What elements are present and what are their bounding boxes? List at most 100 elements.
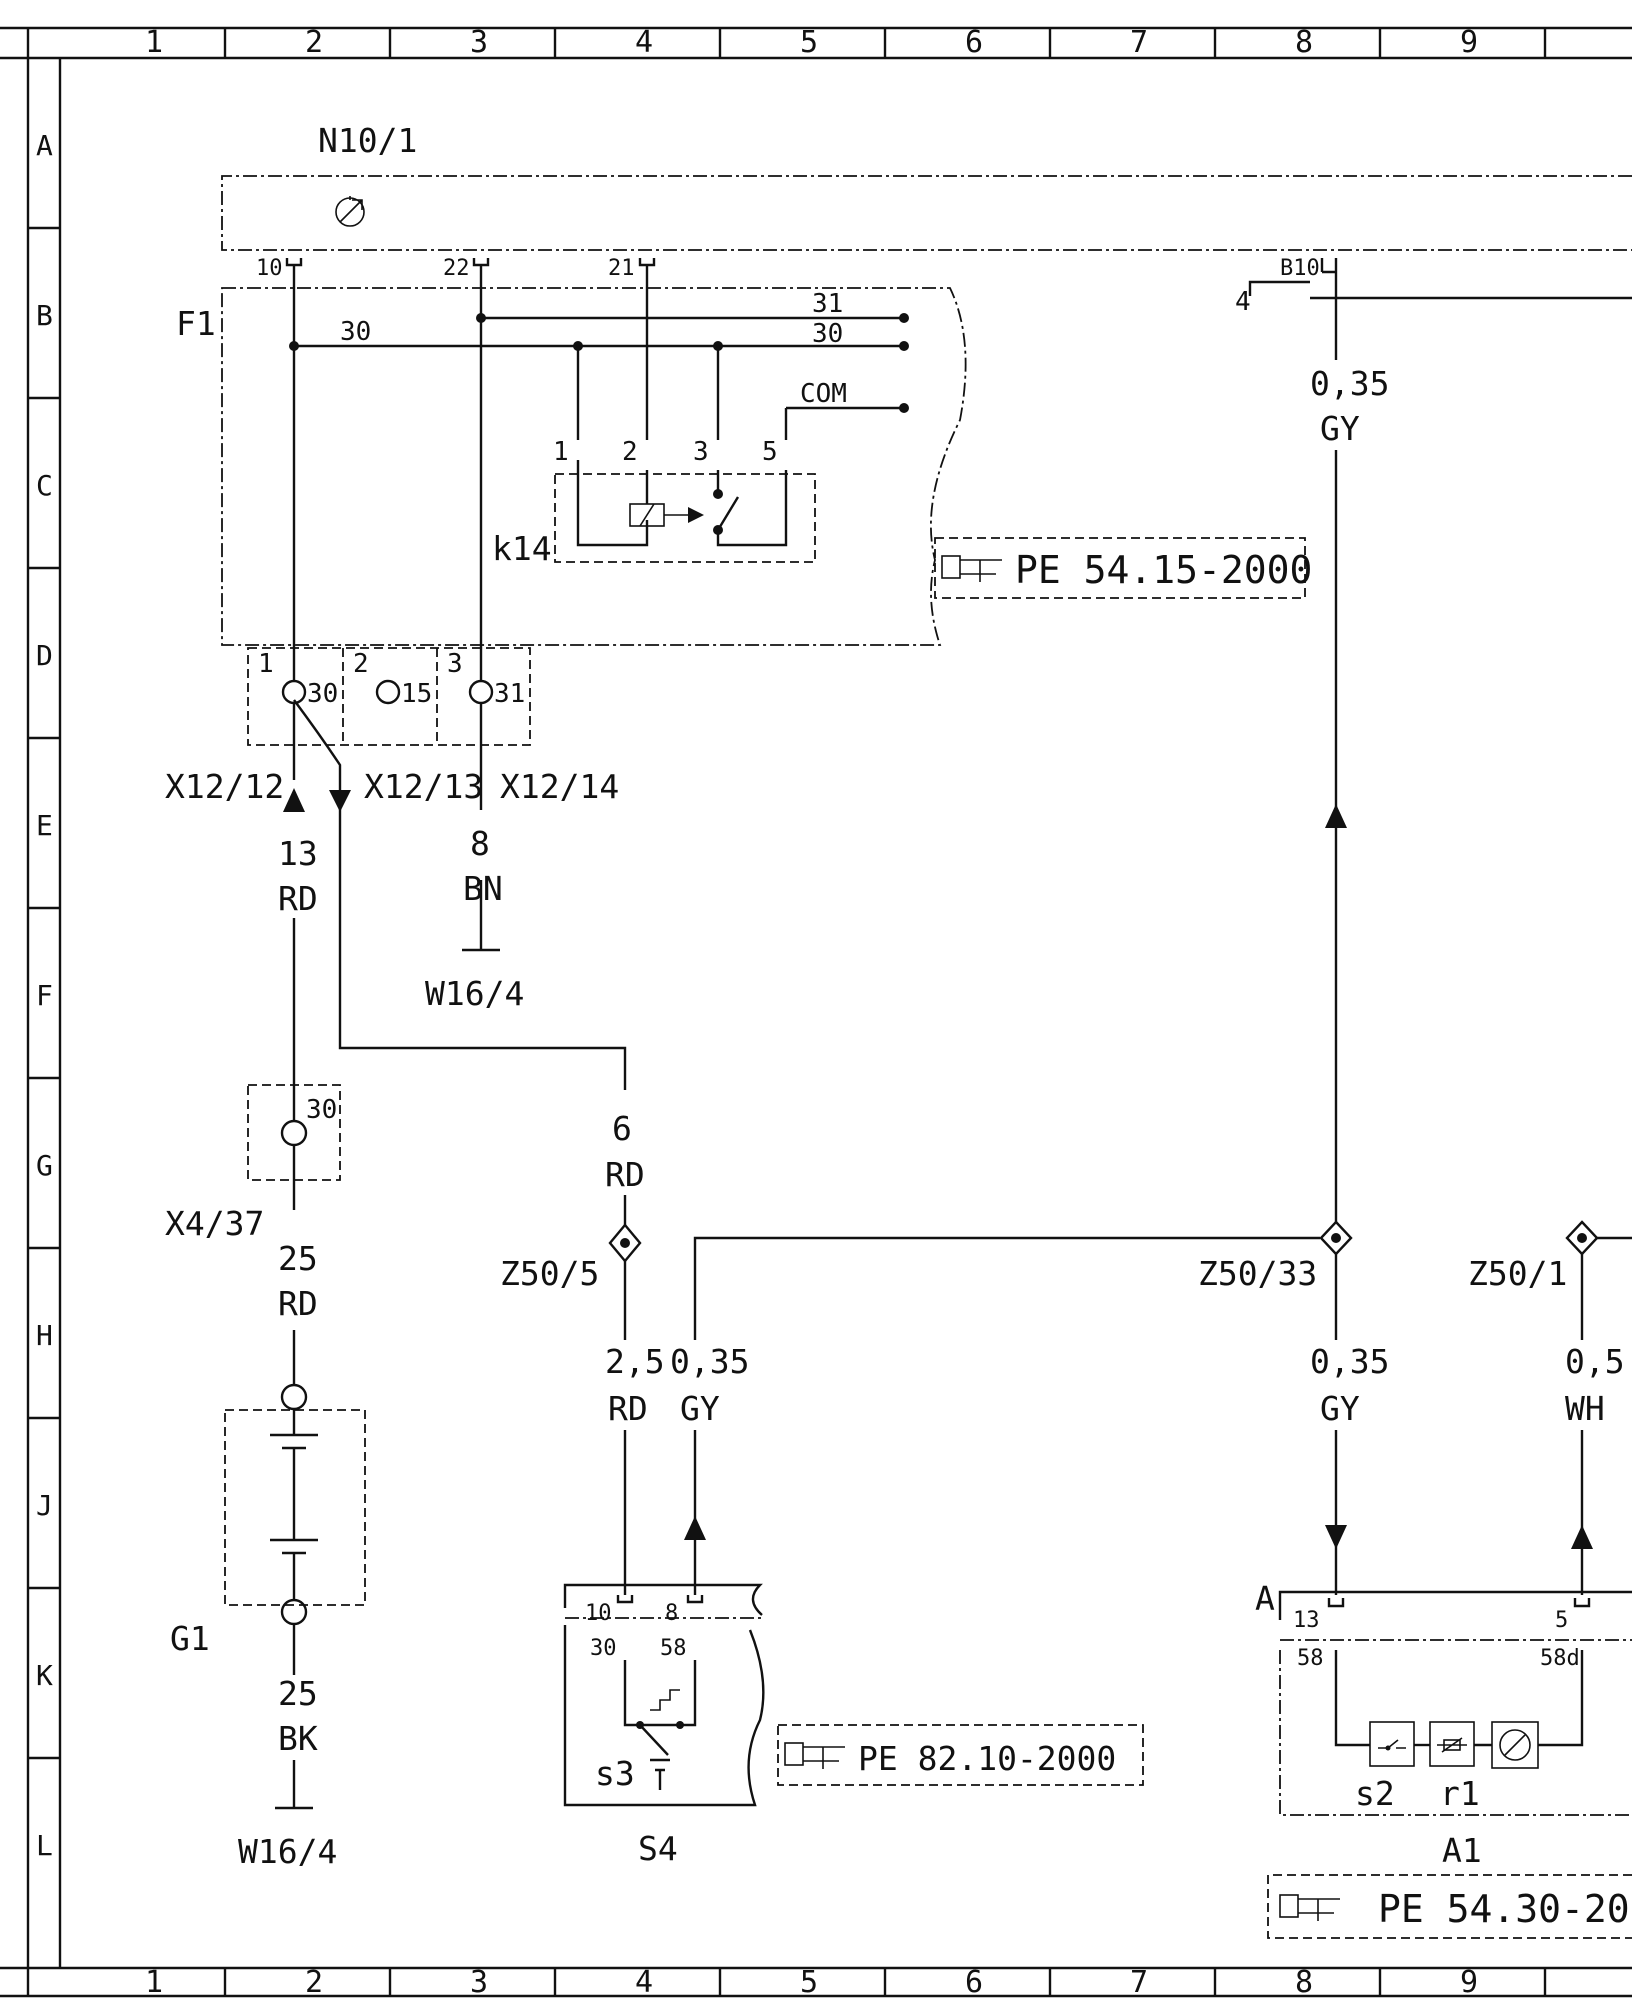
- pin-22: 22: [443, 256, 470, 281]
- k14-pin-1: 1: [553, 437, 569, 467]
- row-labels: A B C D E F G H J K L: [36, 129, 53, 1862]
- pin-21: 21: [608, 256, 635, 281]
- w05wh-color: WH: [1565, 1389, 1605, 1428]
- row-label: E: [36, 809, 53, 842]
- col-label: 9: [1460, 1965, 1478, 2000]
- k14-pin-2: 2: [622, 437, 638, 467]
- x4-37-connector: 30 X4/37 25 RD: [165, 1084, 341, 1385]
- w035gy2-size: 0,35: [1310, 364, 1389, 403]
- a1-pin-13: 13: [1293, 1608, 1320, 1633]
- z50-5-junction: Z50/5 2,5 RD: [500, 1223, 665, 1595]
- z50-1-label: Z50/1: [1468, 1254, 1567, 1293]
- ref-pe-54-30-text: PE 54.30-200(: [1378, 1887, 1632, 1931]
- column-labels-top: 1 2 3 4 5 6 7 8 9: [145, 25, 1478, 60]
- w25-color: RD: [278, 1284, 318, 1323]
- x12-13-label: X12/13: [364, 767, 483, 806]
- col-label: 7: [1130, 25, 1148, 60]
- col-label: 3: [470, 25, 488, 60]
- s4-pin-8: 8: [665, 1601, 678, 1626]
- ref-pe-54-15-text: PE 54.15-2000: [1015, 548, 1312, 592]
- x12-14-label: X12/14: [500, 767, 619, 806]
- w8-size: 8: [470, 824, 490, 863]
- s4-pin-10: 10: [585, 1601, 612, 1626]
- a1-pin-58d: 58d: [1540, 1646, 1580, 1671]
- wiring-right: 0,35 GY Z50/33 0,35 GY Z50/1 0,5 WH: [1198, 272, 1632, 1595]
- col-label: 1: [145, 25, 163, 60]
- pin-10: 10: [256, 256, 283, 281]
- row-label: K: [36, 1659, 53, 1692]
- x4-37-label: X4/37: [165, 1204, 264, 1243]
- a1-pin-5: 5: [1555, 1608, 1568, 1633]
- col-label: 5: [800, 25, 818, 60]
- pin-4: 4: [1235, 287, 1251, 317]
- reference-pe-54-15: PE 54.15-2000: [934, 537, 1312, 599]
- row-label: B: [36, 299, 53, 332]
- w25rd2-size: 2,5: [605, 1342, 665, 1381]
- row-label: D: [36, 639, 53, 672]
- drawing-frame: [0, 26, 1632, 1998]
- r1-label: r1: [1440, 1774, 1480, 1813]
- com-label: COM: [800, 379, 847, 409]
- col-label: 6: [965, 25, 983, 60]
- row-label: L: [36, 1829, 53, 1862]
- x12-12-label: X12/12: [165, 767, 284, 806]
- n10-1-module: N10/1 10 22 21 B10 4: [221, 121, 1632, 317]
- x12-31: 31: [494, 679, 525, 709]
- w035gy1-size: 0,35: [670, 1342, 749, 1381]
- a-label: A: [1255, 1579, 1275, 1618]
- col-label: 2: [305, 25, 323, 60]
- row-label: G: [36, 1149, 53, 1182]
- bus-30r-label: 30: [812, 319, 843, 349]
- reference-pe-54-30: PE 54.30-200(: [1267, 1874, 1632, 1939]
- x12-pin-3: 3: [447, 649, 463, 679]
- w16-4-bottom-label: W16/4: [238, 1832, 337, 1871]
- x4-30: 30: [306, 1095, 337, 1125]
- s4-label: S4: [638, 1829, 678, 1868]
- col-label: 9: [1460, 25, 1478, 60]
- col-label: 8: [1295, 1965, 1313, 2000]
- k14-pin-3: 3: [693, 437, 709, 467]
- w13-size: 13: [278, 834, 318, 873]
- a1-pin-58: 58: [1297, 1646, 1324, 1671]
- reference-pe-82-10: PE 82.10-2000: [777, 1724, 1144, 1786]
- bus-30-label: 30: [340, 317, 371, 347]
- w25bk-size: 25: [278, 1674, 318, 1713]
- row-label: C: [36, 469, 53, 502]
- a1-label: A1: [1442, 1831, 1482, 1870]
- f1-label: F1: [176, 304, 216, 343]
- x12-pin-2: 2: [353, 649, 369, 679]
- z50-5-label: Z50/5: [500, 1254, 599, 1293]
- col-label: 3: [470, 1965, 488, 2000]
- x12-pin-1: 1: [258, 649, 274, 679]
- bus-31-label: 31: [812, 289, 843, 319]
- k14-pin-5: 5: [762, 437, 778, 467]
- s3-label: s3: [595, 1754, 635, 1793]
- s4-pin-30: 30: [590, 1636, 617, 1661]
- col-label: 8: [1295, 25, 1313, 60]
- column-labels-bottom: 1 2 3 4 5 6 7 8 9: [145, 1965, 1478, 2000]
- w13-color: RD: [278, 879, 318, 918]
- col-label: 4: [635, 1965, 653, 2000]
- x12-30: 30: [307, 679, 338, 709]
- row-label: F: [36, 979, 53, 1012]
- w8-color: BN: [463, 869, 503, 908]
- gy-wire-s4-to-z50-33: 0,35 GY: [670, 1236, 1320, 1595]
- s4-pin-58: 58: [660, 1636, 687, 1661]
- col-label: 5: [800, 1965, 818, 2000]
- w035gy1-color: GY: [680, 1389, 720, 1428]
- row-label: J: [36, 1489, 53, 1522]
- col-label: 1: [145, 1965, 163, 2000]
- x12-connector-block: 1 2 3 30 15 31 X12/12 X12/13 X12/14: [165, 647, 619, 806]
- pin-b10: B10: [1280, 256, 1320, 281]
- w035gy2-color: GY: [1320, 409, 1360, 448]
- n10-1-label: N10/1: [318, 121, 417, 160]
- w035gy3-size: 0,35: [1310, 1342, 1389, 1381]
- w6-size: 6: [612, 1109, 632, 1148]
- w05wh-size: 0,5: [1565, 1342, 1625, 1381]
- w16-4-top-label: W16/4: [425, 974, 524, 1013]
- w25bk-color: BK: [278, 1719, 318, 1758]
- w035gy3-color: GY: [1320, 1389, 1360, 1428]
- col-label: 7: [1130, 1965, 1148, 2000]
- f1-box: F1 30 31 30 COM 1 2 3 5: [176, 282, 967, 646]
